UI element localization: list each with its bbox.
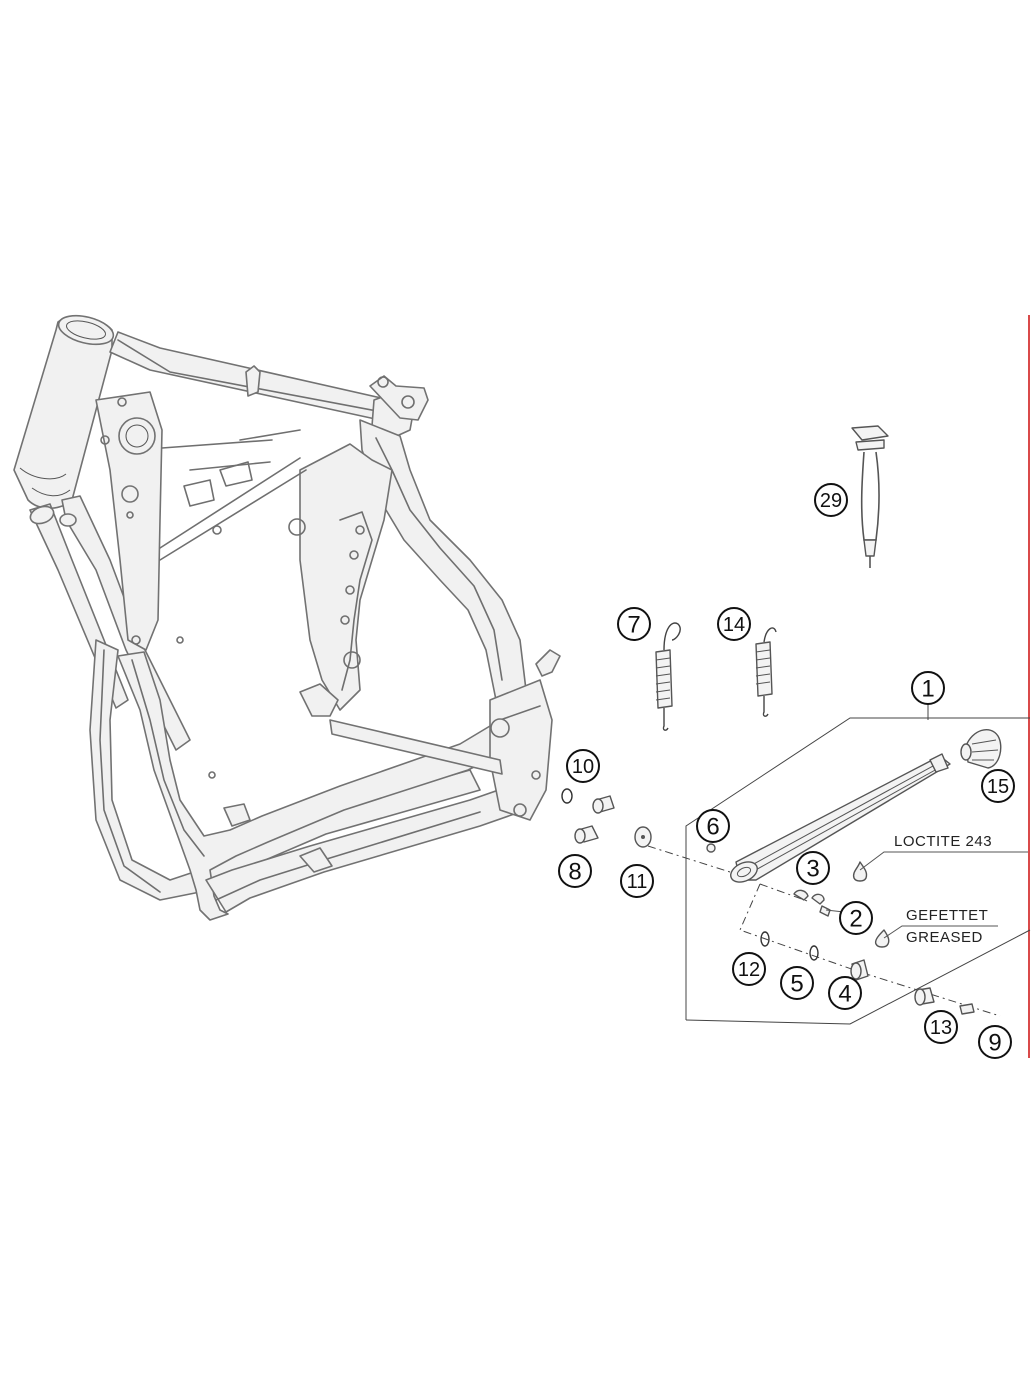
side-stand-group <box>647 702 1031 1025</box>
callout-4: 4 <box>828 976 862 1010</box>
svg-text:6: 6 <box>706 814 719 841</box>
svg-text:8: 8 <box>568 859 581 886</box>
callout-11: 11 <box>620 864 654 898</box>
loose-hardware <box>561 788 652 848</box>
callout-6: 6 <box>696 809 730 843</box>
svg-text:10: 10 <box>572 756 594 778</box>
loctite-note: LOCTITE 243 <box>894 833 992 850</box>
svg-text:14: 14 <box>723 614 745 636</box>
svg-text:15: 15 <box>987 776 1009 798</box>
callout-29: 29 <box>814 483 848 517</box>
svg-text:11: 11 <box>627 871 648 893</box>
svg-text:1: 1 <box>921 676 934 703</box>
spring-tool-29 <box>851 425 889 568</box>
svg-text:7: 7 <box>627 612 640 639</box>
callout-7: 7 <box>617 607 651 641</box>
spring-7 <box>655 622 681 731</box>
svg-text:12: 12 <box>738 959 760 981</box>
callout-15: 15 <box>981 769 1015 803</box>
spring-14 <box>755 627 777 717</box>
svg-text:9: 9 <box>988 1030 1001 1057</box>
callout-14: 14 <box>717 607 751 641</box>
callout-12: 12 <box>732 952 766 986</box>
callout-10: 10 <box>566 749 600 783</box>
gefettet-note: GEFETTET <box>906 907 988 924</box>
callout-2: 2 <box>839 901 873 935</box>
svg-text:2: 2 <box>849 906 862 933</box>
svg-text:5: 5 <box>790 971 803 998</box>
callout-5: 5 <box>780 966 814 1000</box>
callout-13: 13 <box>924 1010 958 1044</box>
callout-9: 9 <box>978 1025 1012 1059</box>
callout-3: 3 <box>796 851 830 885</box>
callout-8: 8 <box>558 854 592 888</box>
greased-note: GREASED <box>906 929 983 946</box>
svg-text:29: 29 <box>820 490 842 512</box>
callout-1: 1 <box>911 671 945 705</box>
svg-text:13: 13 <box>930 1017 952 1039</box>
svg-text:3: 3 <box>806 856 819 883</box>
motorcycle-frame <box>13 314 561 921</box>
svg-text:4: 4 <box>838 981 851 1008</box>
